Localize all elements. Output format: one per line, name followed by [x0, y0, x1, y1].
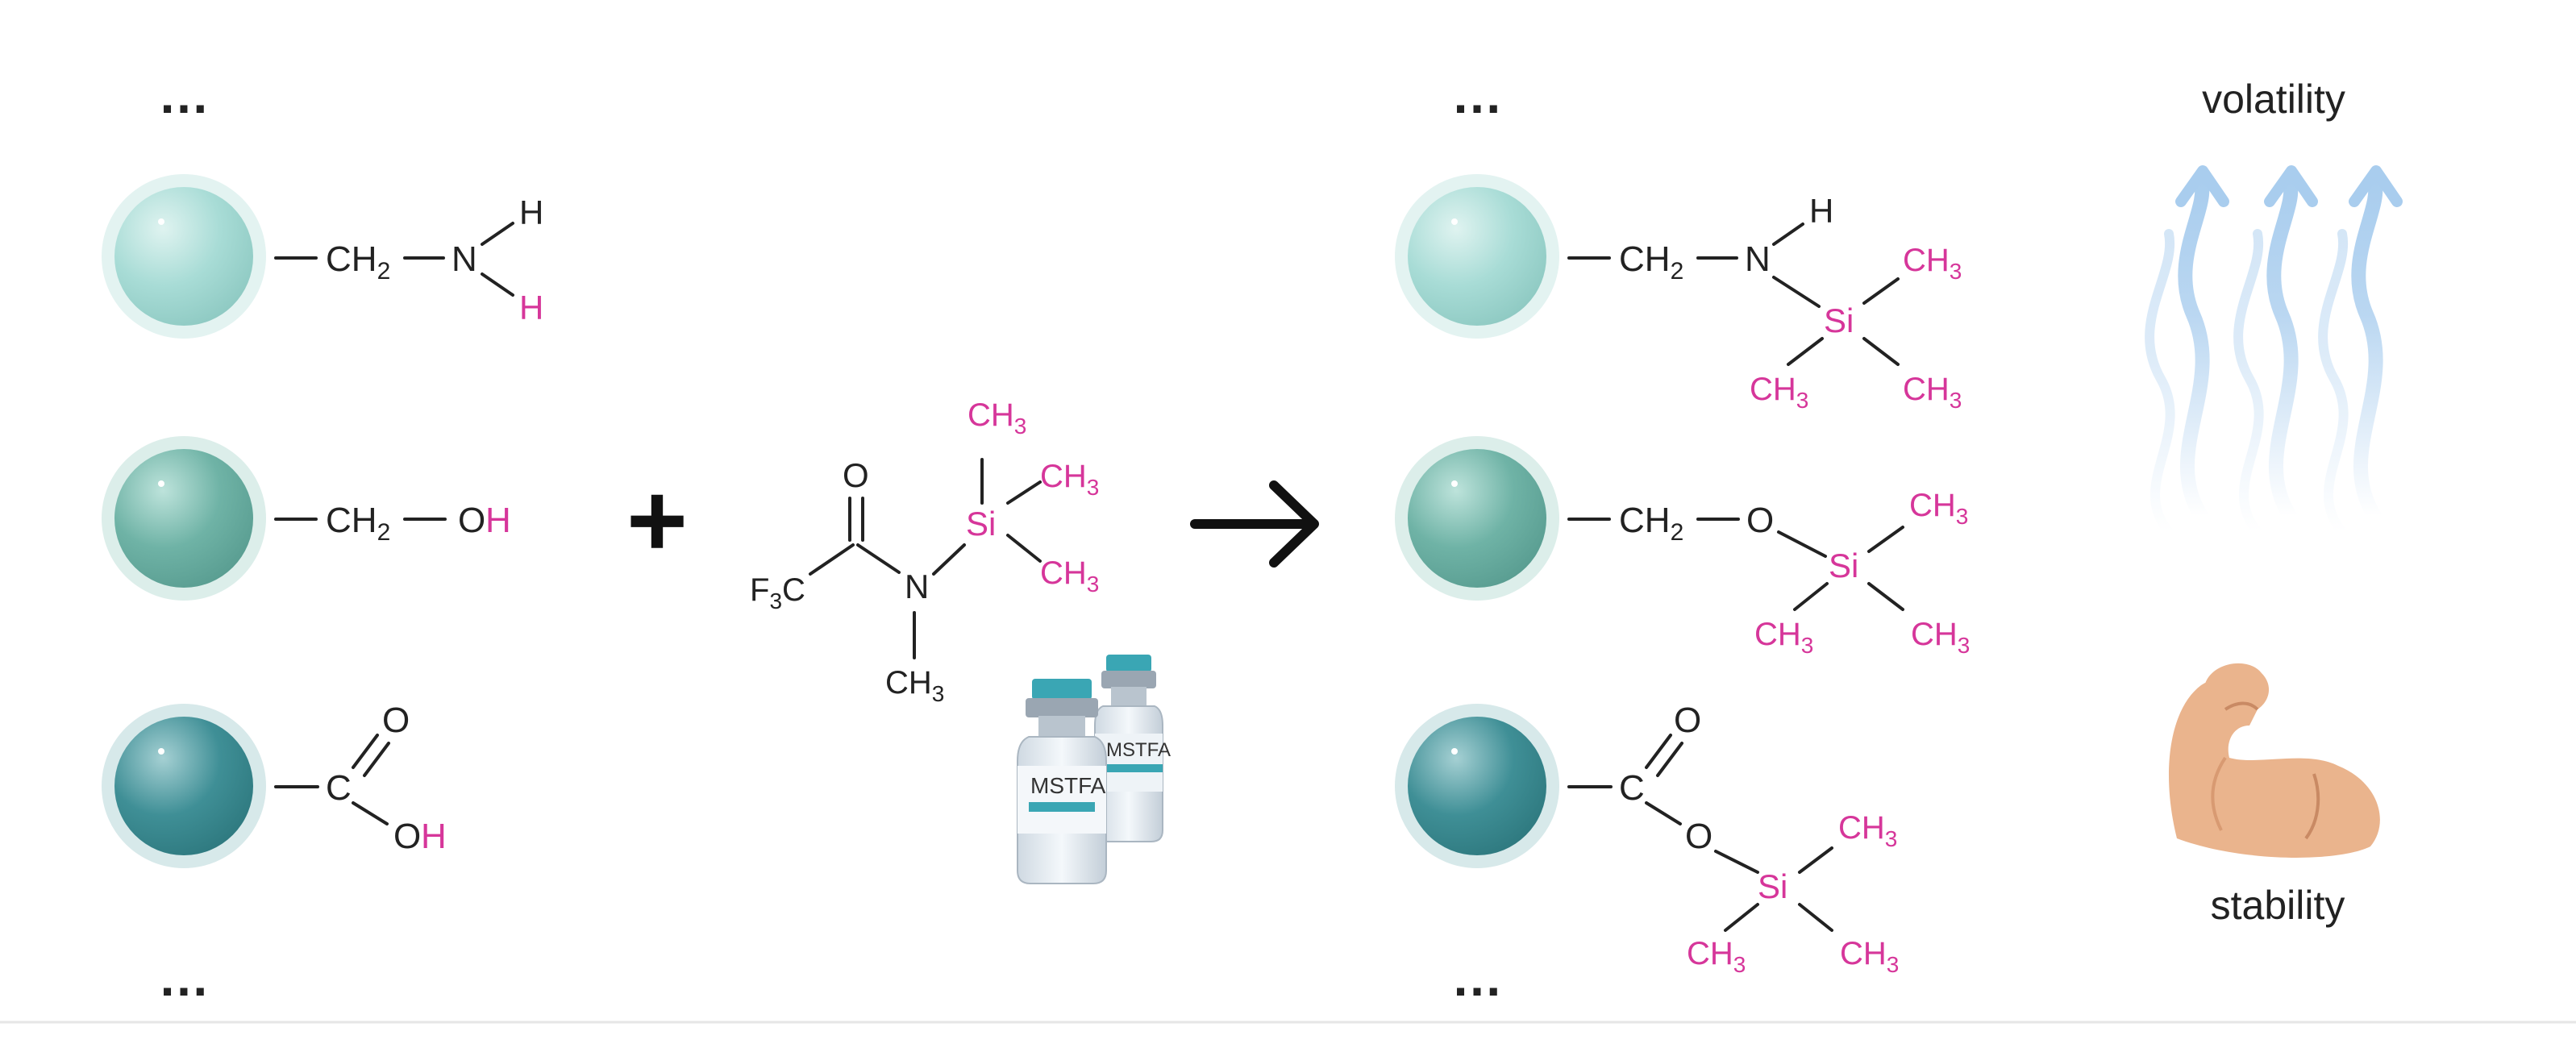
plus-sign: + [626, 461, 688, 579]
stability-label: stability [2211, 883, 2345, 928]
svg-text:H: H [421, 817, 447, 856]
svg-text:CH3: CH3 [1903, 372, 1962, 413]
svg-text:CH3: CH3 [1838, 810, 1897, 851]
svg-text:N: N [452, 239, 477, 279]
svg-text:N: N [905, 568, 929, 605]
svg-text:Si: Si [1758, 867, 1787, 905]
svg-text:CH2: CH2 [326, 239, 390, 285]
svg-text:O: O [1685, 817, 1712, 856]
svg-text:CH3: CH3 [1750, 372, 1808, 413]
svg-text:N: N [1745, 239, 1771, 279]
svg-text:H: H [1809, 192, 1833, 230]
ellipsis-top-left: … [158, 66, 210, 124]
svg-text:CH3: CH3 [1040, 555, 1099, 597]
svg-text:O: O [1674, 701, 1701, 740]
bead-alcohol [102, 436, 266, 601]
svg-text:O: O [393, 817, 421, 856]
acid-group: C O O H [274, 701, 447, 856]
product-bead-amine [1395, 174, 1559, 339]
product-bead-alcohol [1395, 436, 1559, 601]
svg-text:CH3: CH3 [1754, 617, 1813, 658]
svg-text:CH3: CH3 [1909, 488, 1968, 529]
svg-text:CH2: CH2 [1619, 239, 1683, 285]
ellipsis-top-right: … [1451, 66, 1503, 124]
product-bead-acid [1395, 704, 1559, 868]
svg-text:CH3: CH3 [1911, 617, 1970, 658]
volatility-label: volatility [2202, 77, 2345, 122]
svg-text:Si: Si [1829, 547, 1858, 584]
silylated-alcohol-group: CH2 O Si CH3 CH3 CH3 [1567, 488, 1970, 658]
svg-text:H: H [519, 289, 543, 326]
ellipsis-bottom-right: … [1451, 949, 1503, 1007]
svg-text:CH3: CH3 [1903, 243, 1962, 284]
svg-text:O: O [843, 456, 869, 494]
svg-text:CH2: CH2 [1619, 501, 1683, 546]
svg-text:C: C [1619, 768, 1645, 808]
svg-text:O: O [1746, 501, 1774, 540]
svg-text:CH3: CH3 [885, 665, 944, 706]
svg-text:CH2: CH2 [326, 501, 390, 546]
amine-group: CH2 N H H [274, 193, 543, 326]
svg-text:F3C: F3C [750, 572, 805, 613]
svg-text:MSTFA: MSTFA [1030, 773, 1106, 798]
mstfa-structure: F3C O N CH3 Si CH3 CH3 CH3 [750, 397, 1099, 706]
svg-text:CH3: CH3 [1040, 459, 1099, 500]
svg-text:CH3: CH3 [1840, 936, 1899, 977]
svg-text:O: O [382, 701, 410, 740]
svg-text:CH3: CH3 [968, 397, 1026, 439]
svg-text:O: O [458, 501, 485, 540]
rising-vapor-arrows-icon [2145, 165, 2403, 537]
flexed-arm-icon [2169, 663, 2380, 858]
svg-text:Si: Si [1824, 301, 1854, 339]
alcohol-group: CH2 O H [274, 501, 511, 546]
svg-text:H: H [519, 193, 543, 231]
svg-text:CH3: CH3 [1687, 936, 1746, 977]
svg-text:H: H [485, 501, 511, 540]
svg-text:C: C [326, 768, 352, 808]
bead-amine [102, 174, 266, 339]
reaction-arrow [1190, 480, 1319, 568]
svg-text:Si: Si [966, 505, 996, 543]
svg-text:MSTFA: MSTFA [1106, 739, 1171, 761]
silylated-amine-group: CH2 N H Si CH3 CH3 CH3 [1567, 192, 1962, 413]
ellipsis-bottom-left: … [158, 949, 210, 1007]
silylated-acid-group: C O O Si CH3 CH3 CH3 [1567, 701, 1899, 977]
mstfa-vials-icon: MSTFA MSTFA [1017, 655, 1171, 884]
bead-acid [102, 704, 266, 868]
